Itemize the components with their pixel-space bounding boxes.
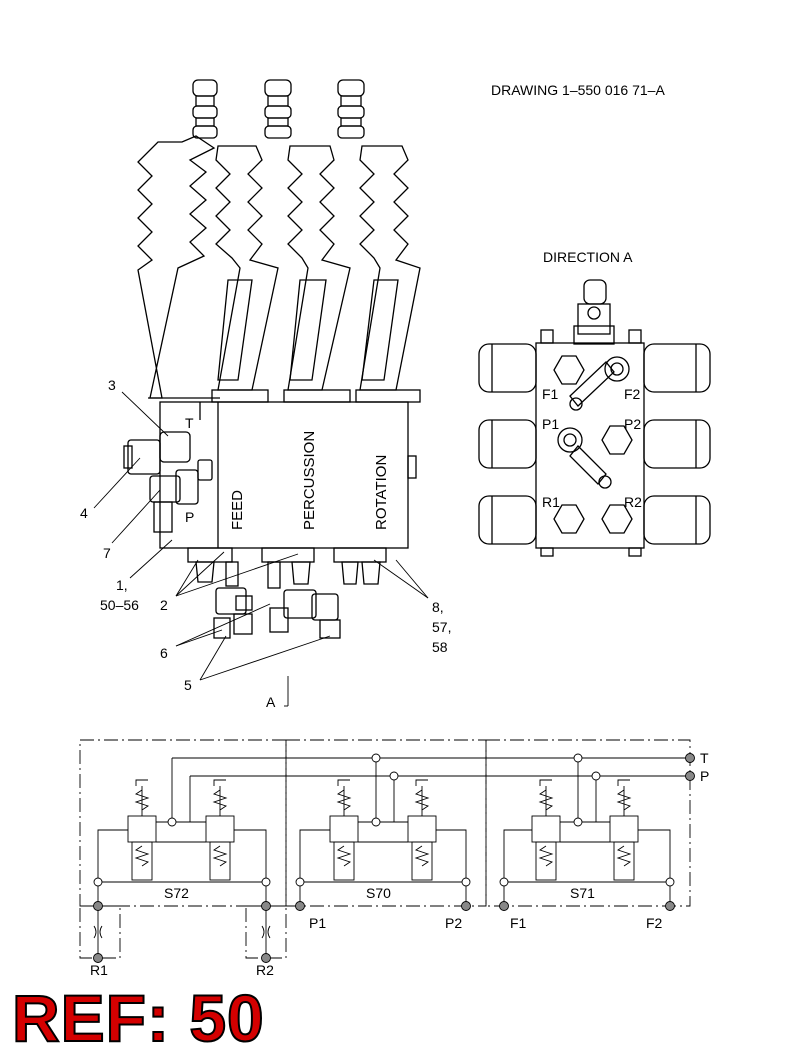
callout-57: 57, bbox=[432, 619, 451, 635]
valve-id-s71: S71 bbox=[570, 885, 595, 901]
drawing-number: DRAWING 1–550 016 71–A bbox=[491, 82, 665, 98]
schematic-port-r1: R1 bbox=[90, 962, 108, 978]
schematic-port-p1: P1 bbox=[309, 915, 326, 931]
callout-1: 1, bbox=[116, 577, 128, 593]
direction-port-f1: F1 bbox=[542, 386, 559, 402]
section-label-percussion: PERCUSSION bbox=[301, 431, 318, 530]
section-label-rotation: ROTATION bbox=[373, 455, 390, 530]
lever-knob-feed bbox=[192, 79, 218, 139]
callout-6: 6 bbox=[160, 645, 168, 661]
schematic-line-p: P bbox=[700, 768, 709, 784]
direction-a-title: DIRECTION A bbox=[543, 249, 633, 265]
callout-58: 58 bbox=[432, 639, 448, 655]
direction-port-f2: F2 bbox=[624, 386, 641, 402]
schematic-port-r2: R2 bbox=[256, 962, 274, 978]
callout-8: 8, bbox=[432, 599, 444, 615]
schematic-port-f1: F1 bbox=[510, 915, 527, 931]
callout-leaders bbox=[93, 391, 429, 707]
lever-knob-rotation bbox=[337, 79, 365, 139]
valve-id-s70: S70 bbox=[366, 885, 391, 901]
callout-7: 7 bbox=[103, 545, 111, 561]
block-port-t: T bbox=[185, 415, 194, 431]
callout-3: 3 bbox=[108, 377, 116, 393]
valve-id-s72: S72 bbox=[164, 885, 189, 901]
schematic-port-f2: F2 bbox=[646, 915, 663, 931]
callout-5: 5 bbox=[184, 677, 192, 693]
callout-2: 2 bbox=[160, 597, 168, 613]
callout-50-56: 50–56 bbox=[100, 597, 139, 613]
direction-port-p2: P2 bbox=[624, 416, 641, 432]
hydraulic-schematic bbox=[79, 739, 695, 963]
direction-port-p1: P1 bbox=[542, 416, 559, 432]
schematic-line-t: T bbox=[700, 750, 709, 766]
block-port-p: P bbox=[185, 509, 194, 525]
direction-a-drawing bbox=[478, 279, 711, 557]
callout-4: 4 bbox=[80, 505, 88, 521]
valve-assembly-drawing bbox=[123, 79, 421, 639]
direction-port-r2: R2 bbox=[624, 494, 642, 510]
view-arrow-a: A bbox=[266, 694, 276, 710]
ref-label: REF: 50 bbox=[11, 981, 265, 1055]
direction-port-r1: R1 bbox=[542, 494, 560, 510]
lever-knob-percussion bbox=[264, 79, 292, 139]
schematic-port-p2: P2 bbox=[445, 915, 462, 931]
section-label-feed: FEED bbox=[229, 490, 246, 530]
